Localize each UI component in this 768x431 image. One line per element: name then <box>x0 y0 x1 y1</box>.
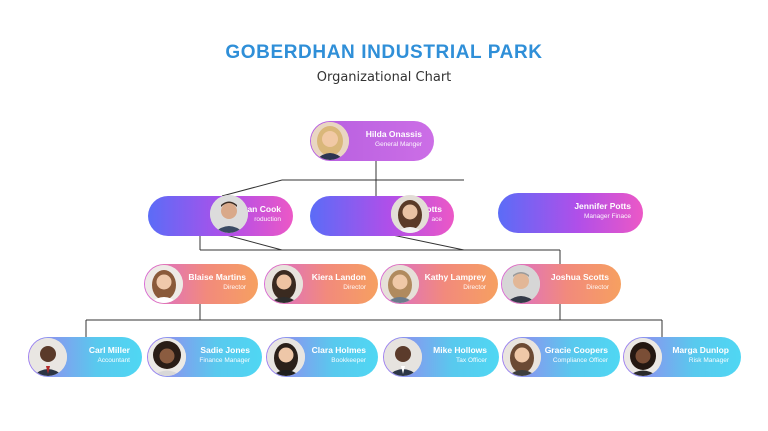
person-role: Manager Finace <box>584 213 631 220</box>
person-name: Clara Holmes <box>311 345 366 355</box>
avatar <box>145 265 183 303</box>
person-role: Tax Officer <box>456 357 487 364</box>
avatar <box>381 265 419 303</box>
avatar <box>265 265 303 303</box>
avatar <box>502 265 540 303</box>
avatar <box>384 338 422 376</box>
person-role: Risk Manager <box>688 357 729 364</box>
card-potts: otts ace <box>310 196 454 236</box>
page-title: GOBERDHAN INDUSTRIAL PARK <box>225 42 543 63</box>
person-name: Joshua Scotts <box>550 272 609 282</box>
person-role: Director <box>586 284 609 291</box>
person-name: Kathy Lamprey <box>424 272 486 282</box>
person-role: Accountant <box>97 357 130 364</box>
person-name: Gracie Coopers <box>544 345 608 355</box>
person-role: General Manger <box>375 141 422 148</box>
avatar <box>29 338 67 376</box>
avatar <box>503 338 541 376</box>
person-name: Kiera Landon <box>311 272 366 282</box>
avatar <box>391 195 429 233</box>
avatar <box>210 195 248 233</box>
person-role: Director <box>223 284 246 291</box>
person-name: Mike Hollows <box>433 345 487 355</box>
person-name: otts <box>426 204 442 214</box>
person-role: Director <box>343 284 366 291</box>
page-subtitle: Organizational Chart <box>316 70 452 85</box>
person-role: Finance Manager <box>199 357 250 364</box>
person-role: ace <box>431 216 442 223</box>
person-name: Sadie Jones <box>200 345 250 355</box>
person-role: Bookkeeper <box>331 357 366 364</box>
person-name: Blaise Martins <box>188 272 246 282</box>
avatar <box>267 338 305 376</box>
person-name: Marga Dunlop <box>672 345 729 355</box>
person-role: Director <box>463 284 486 291</box>
avatar <box>148 338 186 376</box>
person-name: Hilda Onassis <box>365 129 422 139</box>
person-name: Jennifer Potts <box>574 201 631 211</box>
person-name: Carl Miller <box>88 345 130 355</box>
person-role: Compliance Officer <box>552 357 608 364</box>
person-name: ryan Cook <box>239 204 281 214</box>
person-role: roduction <box>254 216 281 223</box>
avatar <box>311 122 349 160</box>
avatar <box>624 338 662 376</box>
